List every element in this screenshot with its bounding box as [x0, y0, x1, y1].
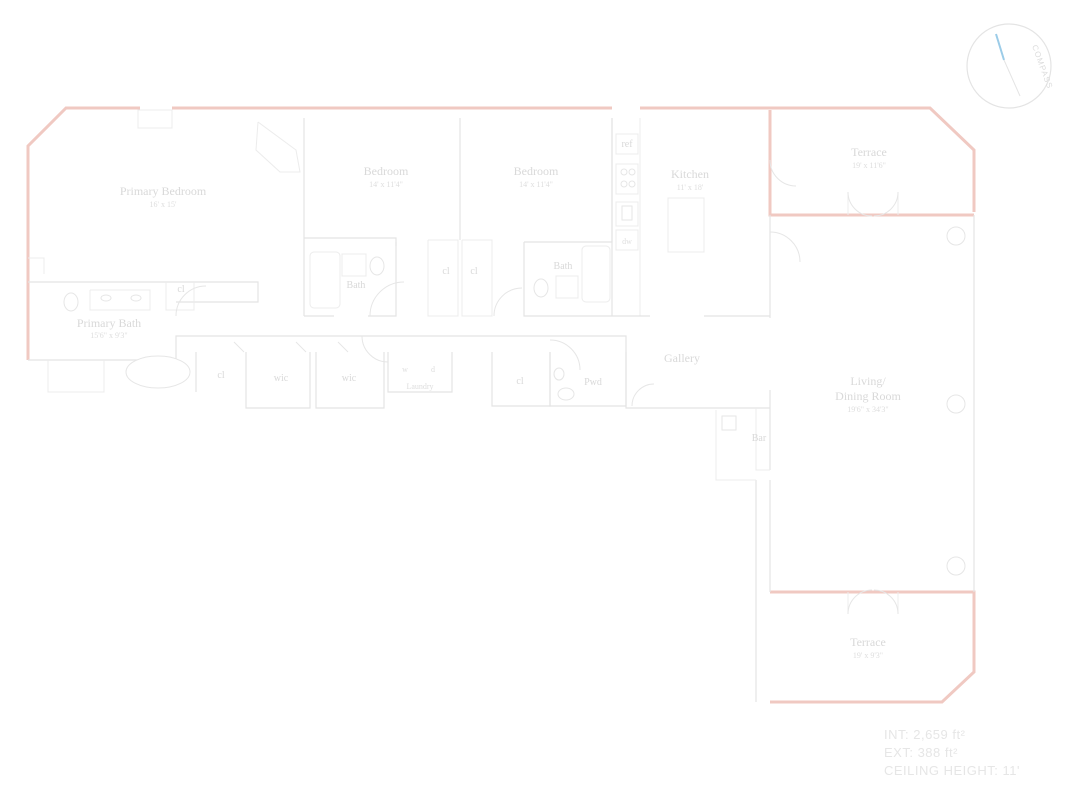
toilet-icon: [369, 256, 385, 276]
label-cl-3: cl: [217, 370, 224, 381]
exterior-walls: [26, 106, 976, 704]
exterior-area: EXT: 388 ft²: [884, 745, 958, 760]
ceiling-height: CEILING HEIGHT: 11': [884, 763, 1020, 778]
toilet-icon: [557, 387, 575, 401]
sink-icon: [130, 294, 142, 302]
stove-burner-icon: [628, 180, 636, 188]
room-name-living-line2: Dining Room: [835, 389, 901, 403]
room-name-terrace-top: Terrace: [851, 145, 887, 159]
room-dims-primary-bedroom: 16' x 15': [150, 200, 177, 209]
room-dims-primary-bath: 15'6" x 9'3": [90, 331, 127, 340]
sink-icon: [621, 205, 633, 221]
sink-icon: [553, 367, 565, 381]
room-dims-terrace-bottom: 19' x 9'3": [853, 651, 883, 660]
stove-burner-icon: [628, 168, 636, 176]
room-name-bedroom-2: Bedroom: [514, 164, 559, 178]
interior-area: INT: 2,659 ft²: [884, 727, 966, 742]
room-dims-living: 19'6" x 34'3": [847, 405, 888, 414]
label-wic-2: wic: [342, 373, 357, 384]
stove-burner-icon: [620, 180, 628, 188]
room-name-bedroom-1: Bedroom: [364, 164, 409, 178]
room-labels: Primary Bedroom 16' x 15' Bedroom 14' x …: [77, 139, 902, 660]
label-wic-1: wic: [274, 373, 289, 384]
compass-icon: [966, 23, 1052, 109]
room-name-bath-1: Bath: [347, 280, 366, 291]
room-name-living-line1: Living/: [850, 374, 886, 388]
label-ref: ref: [621, 139, 633, 150]
room-dims-bedroom-1: 14' x 11'4": [369, 180, 403, 189]
room-name-bath-2: Bath: [554, 261, 573, 272]
column-icon: [946, 394, 966, 414]
room-dims-kitchen: 11' x 18': [677, 183, 704, 192]
room-name-primary-bath: Primary Bath: [77, 316, 141, 330]
label-cl-primary: cl: [177, 284, 184, 295]
toilet-icon: [533, 278, 549, 298]
bathtub-icon: [125, 355, 191, 389]
room-name-pwd: Pwd: [584, 377, 602, 388]
area-stats: INT: 2,659 ft² EXT: 388 ft² CEILING HEIG…: [884, 726, 1020, 780]
label-dw: dw: [622, 237, 632, 246]
room-name-primary-bedroom: Primary Bedroom: [120, 184, 207, 198]
sink-icon: [100, 294, 112, 302]
compass: COMPASS: [966, 23, 1054, 109]
room-dims-terrace-top: 19' x 11'6": [852, 161, 886, 170]
column-icon: [946, 226, 966, 246]
label-dryer: d: [431, 365, 435, 374]
room-name-terrace-bottom: Terrace: [850, 635, 886, 649]
room-name-bar: Bar: [752, 433, 767, 444]
bar-sink-icon: [721, 415, 737, 431]
room-name-kitchen: Kitchen: [671, 167, 709, 181]
label-washer: w: [402, 365, 408, 374]
toilet-icon: [63, 292, 79, 312]
fixtures: [63, 168, 966, 576]
room-dims-bedroom-2: 14' x 11'4": [519, 180, 553, 189]
label-cl-2: cl: [470, 266, 477, 277]
label-cl-1: cl: [442, 266, 449, 277]
room-name-gallery: Gallery: [664, 351, 700, 365]
room-name-laundry: Laundry: [406, 382, 433, 391]
interior-walls: [28, 109, 975, 702]
doors: [175, 159, 899, 615]
column-icon: [946, 556, 966, 576]
stove-burner-icon: [620, 168, 628, 176]
label-cl-4: cl: [516, 376, 523, 387]
